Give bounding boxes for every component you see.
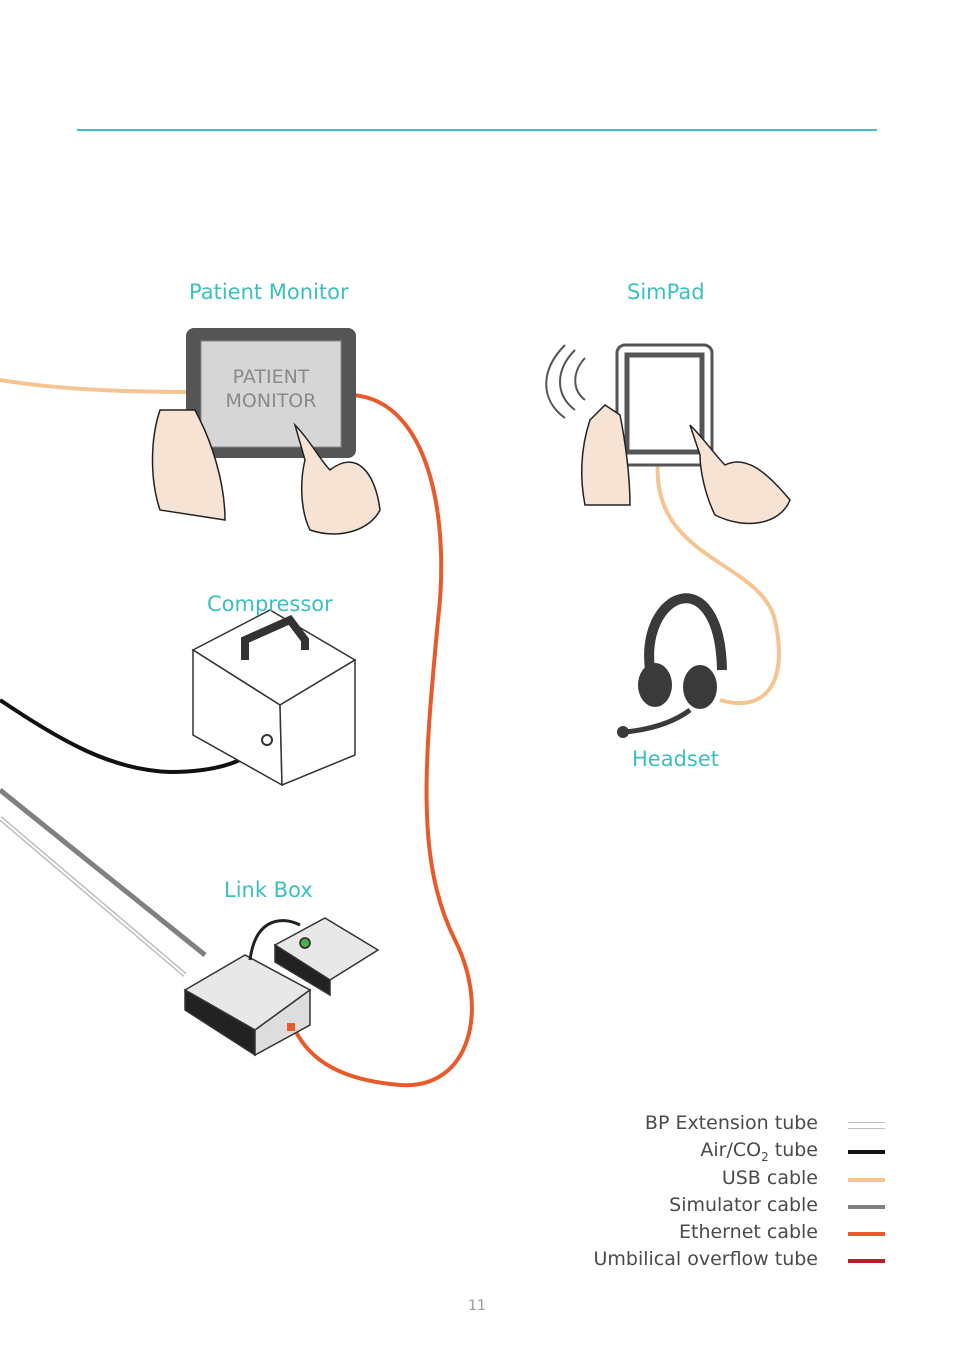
link-box-device: [183, 917, 380, 1057]
usb-cable-simpad-headset: [655, 459, 781, 706]
simulator-cable: [0, 788, 207, 957]
label-link-box: Link Box: [224, 878, 313, 902]
label-patient-monitor: Patient Monitor: [189, 280, 349, 304]
patient-monitor-device: PATIENT MONITOR: [151, 328, 381, 535]
legend-bp-extension-swatch: [848, 1122, 885, 1129]
status-led-icon: [299, 937, 311, 949]
simpad-device: [545, 343, 791, 525]
usb-cable-monitor: [0, 378, 191, 394]
screen-text-line2: MONITOR: [226, 390, 317, 412]
legend-air-co2-label: Air/CO2 tube: [700, 1139, 818, 1164]
link-box-cable: [248, 919, 301, 961]
bp-extension-tube-inner: [0, 817, 186, 976]
simpad-right-hand-icon: [689, 424, 791, 525]
legend-simulator-label: Simulator cable: [669, 1194, 818, 1216]
legend-umbilical-swatch: [848, 1259, 885, 1263]
legend-air-sub: 2: [761, 1149, 769, 1164]
legend-air-co2-swatch: [848, 1150, 885, 1154]
legend-ethernet-label: Ethernet cable: [678, 1221, 818, 1243]
left-hand-icon: [151, 409, 226, 521]
label-compressor: Compressor: [207, 592, 333, 616]
simpad-left-hand-icon: [580, 404, 631, 506]
legend-usb-label: USB cable: [721, 1167, 818, 1189]
page-number: 11: [468, 1298, 486, 1314]
compressor-device: [191, 609, 357, 787]
right-hand-icon: [293, 422, 381, 535]
legend-umbilical-label: Umbilical overflow tube: [593, 1248, 818, 1270]
ethernet-port-icon: [287, 1023, 295, 1031]
screen-text-line1: PATIENT: [233, 366, 310, 388]
legend-air-prefix: Air/CO: [700, 1139, 762, 1161]
legend-ethernet-swatch: [848, 1232, 885, 1236]
wireless-signal-icon: [545, 344, 586, 419]
headset-device: [617, 593, 727, 738]
legend-air-suffix: tube: [768, 1139, 818, 1161]
header-rule: [77, 129, 877, 131]
legend-bp-extension-label: BP Extension tube: [644, 1112, 818, 1134]
ethernet-cable: [293, 393, 474, 1088]
compressor-handle-icon: [241, 615, 309, 660]
legend-simulator-swatch: [848, 1205, 885, 1209]
legend-usb-swatch: [848, 1178, 885, 1182]
label-simpad: SimPad: [627, 280, 705, 304]
label-headset: Headset: [632, 747, 720, 771]
